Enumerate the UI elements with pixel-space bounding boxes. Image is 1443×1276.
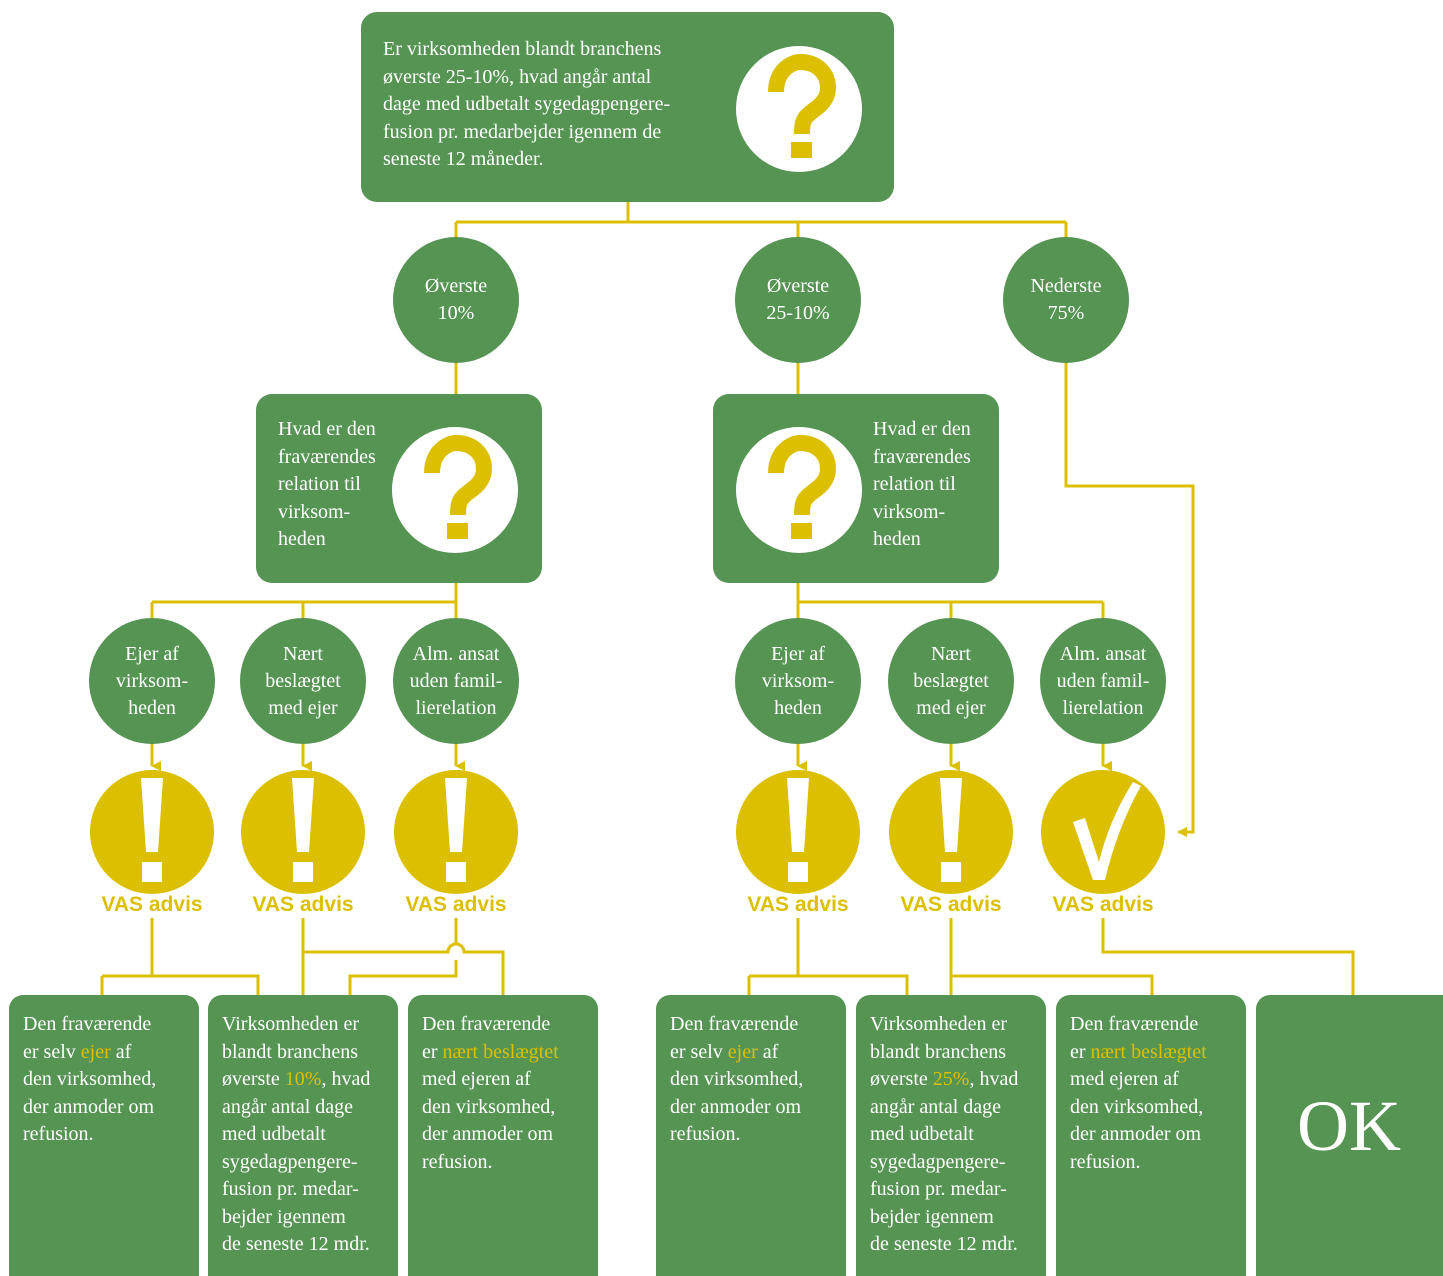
top-question-line: øverste 25-10%, hvad angår antal — [383, 65, 652, 88]
result-highlight: ejer — [727, 1040, 758, 1063]
top-question-line: fusion pr. medarbejder igennem de — [383, 120, 662, 143]
result-text-part: , hvad angår antal dage med udbetalt syg… — [870, 1068, 1019, 1255]
result-top25-box: Virksomheden er blandt branchens øverste… — [856, 995, 1046, 1276]
top-question-line: dage med udbetalt sygedagpengere- — [383, 93, 671, 115]
relation-question-line: relation til — [278, 473, 361, 495]
result-text-part: af den virksomhed, der anmoder om refusi… — [670, 1040, 804, 1146]
top-question-text: Er virksomheden blandt branchens øverste… — [383, 36, 670, 174]
question-mark-icon — [736, 427, 862, 553]
relation-question-line: fraværendes — [278, 445, 376, 468]
result-owner-box: Den fraværende er selv ejer af den virks… — [9, 995, 199, 1276]
result-owner-box: Den fraværende er selv ejer af den virks… — [656, 995, 846, 1276]
tier-bottom-75-circle: Nederste 75% — [1003, 237, 1129, 363]
relation-related-circle: Nært beslægtet med ejer — [240, 618, 366, 744]
tier-top-10-circle: Øverste 10% — [393, 237, 519, 363]
relation-question-line: relation til — [873, 473, 956, 495]
result-related-box: Den fraværende er nært beslægtet med eje… — [408, 995, 598, 1276]
exclamation-icon — [736, 770, 860, 894]
result-text-part: af den virksomhed, der anmoder om refusi… — [23, 1040, 157, 1146]
exclamation-icon — [241, 770, 365, 894]
result-text-part: , hvad angår antal dage med udbetalt syg… — [222, 1068, 371, 1255]
tier-value: 25-10% — [766, 302, 830, 324]
result-related-box: Den fraværende er nært beslægtet med eje… — [1056, 995, 1246, 1276]
result-text: Den fraværende er nært beslægtet med eje… — [422, 1011, 559, 1176]
result-text-part: Virksomheden er blandt branchens øverste — [222, 1013, 360, 1090]
relation-label: Nært beslægtet med ejer — [265, 642, 341, 719]
relation-question-line: virksom- — [278, 500, 351, 523]
relation-label: Ejer af virksom- heden — [761, 642, 835, 719]
question-mark-icon — [736, 46, 862, 172]
result-ok-box: OK — [1256, 995, 1443, 1276]
relation-question-box-right: Hvad er den fraværendes relation til vir… — [713, 394, 999, 583]
relation-question-line: virksom- — [873, 500, 946, 523]
exclamation-icon — [394, 770, 518, 894]
tier-value: 75% — [1047, 302, 1085, 324]
relation-question-line: heden — [278, 528, 326, 550]
result-text-part: Virksomheden er blandt branchens øverste — [870, 1013, 1008, 1090]
relation-label: Nært beslægtet med ejer — [913, 642, 989, 719]
result-text-part: med ejeren af den virksomhed, der anmode… — [1070, 1068, 1204, 1173]
result-text: Den fraværende er selv ejer af den virks… — [23, 1011, 156, 1149]
relation-label: Ejer af virksom- heden — [115, 642, 189, 719]
relation-owner-circle: Ejer af virksom- heden — [89, 618, 215, 744]
result-highlight: 25% — [932, 1068, 970, 1090]
result-text-part: Den fraværende er selv — [23, 1013, 152, 1063]
relation-employee-circle: Alm. ansat uden famil- lierelation — [1040, 618, 1166, 744]
relation-related-circle: Nært beslægtet med ejer — [888, 618, 1014, 744]
relation-question-box-left: Hvad er den fraværendes relation til vir… — [256, 394, 542, 583]
exclamation-icon — [889, 770, 1013, 894]
vas-advis-label: VAS advis — [101, 893, 203, 916]
checkmark-icon — [1041, 770, 1165, 894]
relation-employee-circle: Alm. ansat uden famil- lierelation — [393, 618, 519, 744]
tier-label: Øverste — [424, 275, 488, 297]
relation-question-line: heden — [873, 528, 921, 550]
vas-advis-label: VAS advis — [1052, 893, 1154, 916]
relation-question-line: Hvad er den — [278, 418, 376, 440]
top-question-line: Er virksomheden blandt branchens — [383, 38, 662, 60]
exclamation-icon — [90, 770, 214, 894]
relation-question-text: Hvad er den fraværendes relation til vir… — [278, 416, 376, 554]
vas-advis-label: VAS advis — [252, 893, 354, 916]
result-text: Den fraværende er selv ejer af den virks… — [670, 1011, 803, 1149]
relation-label: Alm. ansat uden famil- lierelation — [1056, 642, 1150, 719]
result-highlight: 10% — [284, 1068, 322, 1090]
vas-advis-label: VAS advis — [900, 893, 1002, 916]
result-text: Virksomheden er blandt branchens øverste… — [222, 1011, 370, 1259]
vas-advis-label: VAS advis — [405, 893, 507, 916]
relation-question-line: fraværendes — [873, 445, 971, 468]
top-question-line: seneste 12 måneder. — [383, 148, 544, 170]
ok-label: OK — [1297, 1086, 1401, 1166]
result-text-part: Den fraværende er selv — [670, 1013, 799, 1063]
relation-label: Alm. ansat uden famil- lierelation — [409, 642, 503, 719]
relation-question-line: Hvad er den — [873, 418, 971, 440]
question-mark-icon — [392, 427, 518, 553]
result-text-part: med ejeren af den virksomhed, der anmode… — [422, 1068, 556, 1173]
relation-owner-circle: Ejer af virksom- heden — [735, 618, 861, 744]
result-highlight: nært beslægtet — [1090, 1040, 1207, 1063]
tier-label: Øverste — [766, 275, 830, 297]
vas-advis-label: VAS advis — [747, 893, 849, 916]
result-text: Virksomheden er blandt branchens øverste… — [870, 1011, 1018, 1259]
result-text: Den fraværende er nært beslægtet med eje… — [1070, 1011, 1207, 1176]
result-text-part: Den fraværende er — [422, 1013, 551, 1063]
tier-label: Nederste — [1030, 275, 1102, 297]
result-top10-box: Virksomheden er blandt branchens øverste… — [208, 995, 398, 1276]
top-question-box: Er virksomheden blandt branchens øverste… — [361, 12, 894, 202]
result-highlight: ejer — [80, 1040, 111, 1063]
relation-question-text: Hvad er den fraværendes relation til vir… — [873, 416, 971, 554]
result-text-part: Den fraværende er — [1070, 1013, 1199, 1063]
result-highlight: nært beslægtet — [442, 1040, 559, 1063]
tier-top-25-10-circle: Øverste 25-10% — [735, 237, 861, 363]
tier-value: 10% — [437, 302, 475, 324]
